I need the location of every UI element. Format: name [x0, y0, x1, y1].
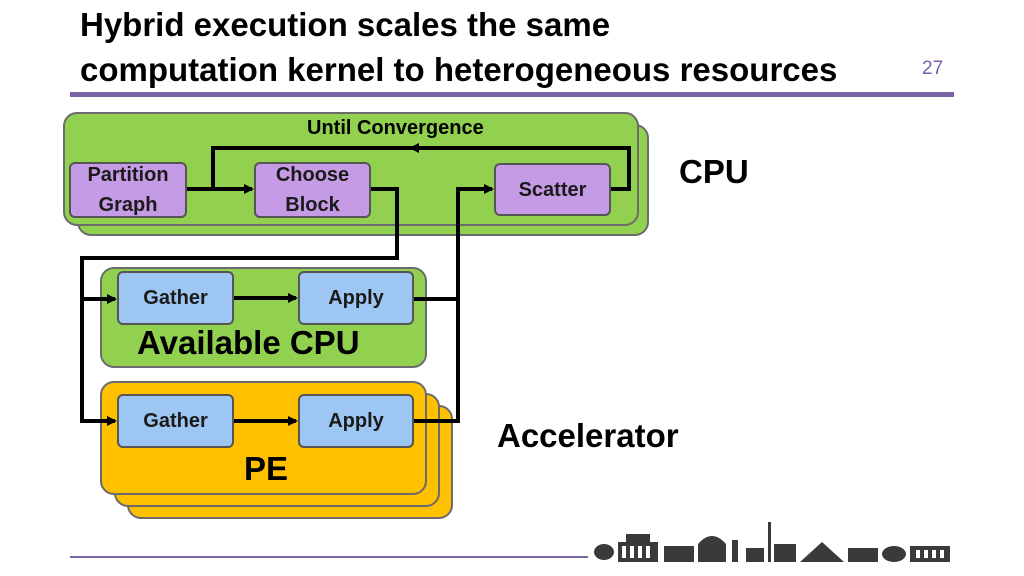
arrow-choose-to-pe-gather	[80, 187, 399, 426]
accelerator-label: Accelerator	[497, 417, 679, 454]
scatter-node: Scatter	[494, 163, 611, 216]
footer-rule	[70, 556, 588, 558]
available-cpu-label: Available CPU	[137, 324, 360, 361]
cpu-label: CPU	[679, 153, 749, 190]
cpu-gather-node: Gather	[117, 271, 234, 325]
pe-apply-node: Apply	[298, 394, 414, 448]
slide-title: Hybrid execution scales the same computa…	[80, 2, 940, 92]
arrow-pe-apply-to-scatter	[414, 184, 494, 423]
title-line-1: Hybrid execution scales the same	[80, 6, 611, 43]
partition-graph-node: Partition Graph	[69, 162, 187, 218]
title-line-2: computation kernel to heterogeneous reso…	[80, 51, 838, 88]
arrow-loop-into-choose	[211, 146, 411, 189]
university-skyline-logo	[594, 522, 950, 562]
choose-block-node: Choose Block	[254, 162, 371, 218]
arrow-loop-back	[409, 143, 631, 191]
cpu-apply-node: Apply	[298, 271, 414, 325]
pe-label: PE	[244, 450, 289, 487]
pe-gather-node: Gather	[117, 394, 234, 448]
title-underline	[70, 92, 954, 97]
loop-label: Until Convergence	[307, 117, 484, 139]
page-number: 27	[922, 58, 944, 79]
